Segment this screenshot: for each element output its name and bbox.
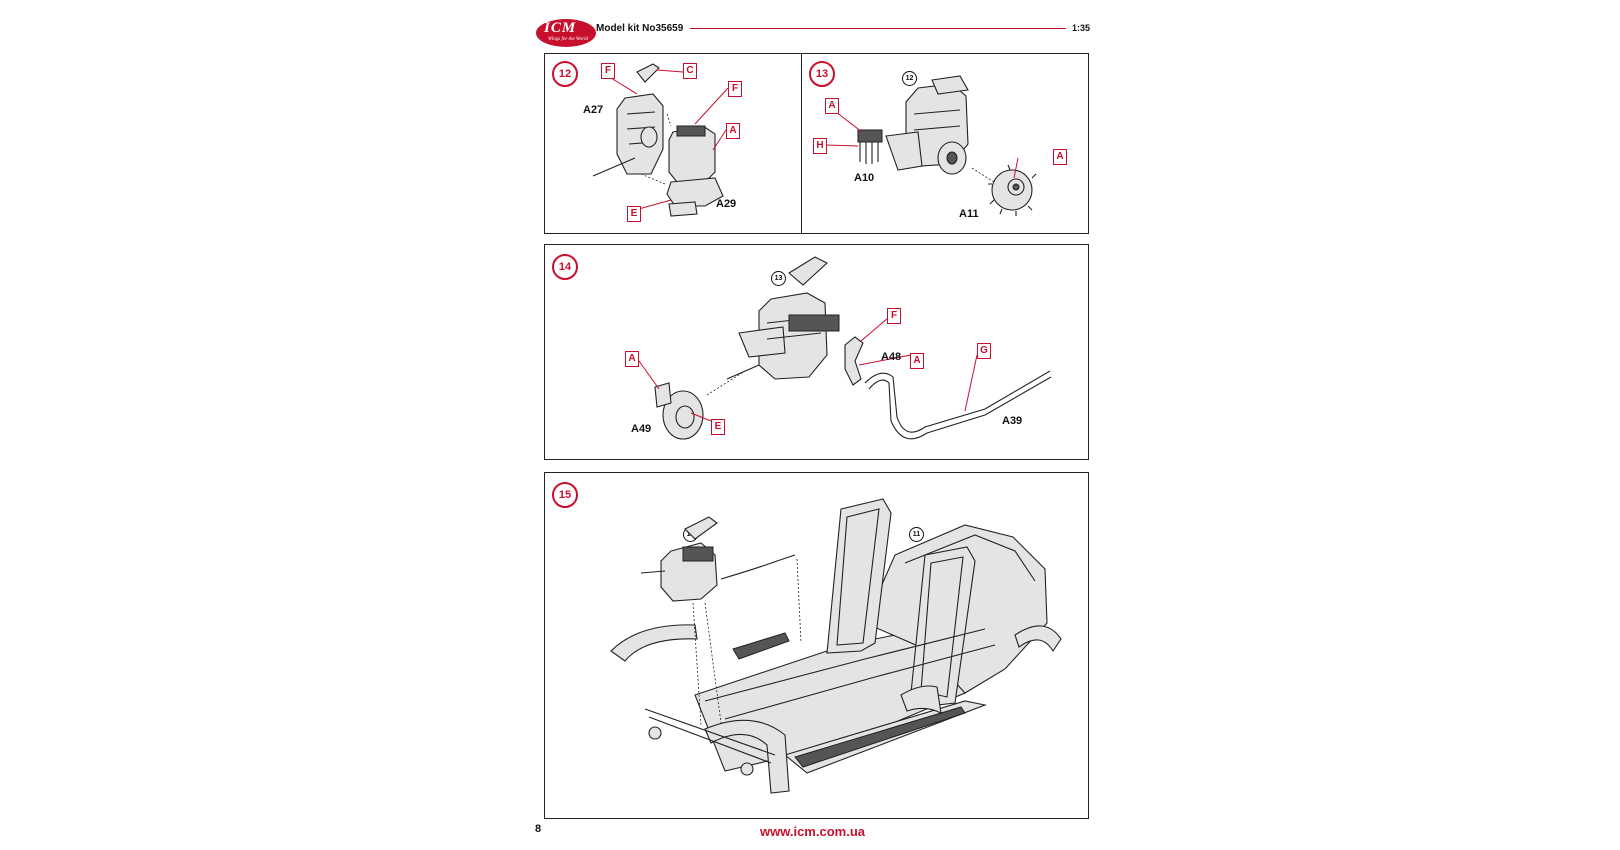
callout-tag-h: H <box>813 138 827 154</box>
step-14-panel: 14 13 F A G A E A48 A39 A49 <box>544 244 1089 460</box>
step-13-badge: 13 <box>809 61 835 87</box>
brand-name: ICM <box>544 20 577 36</box>
subassembly-ref-13: 13 <box>771 271 786 286</box>
header-rule <box>690 28 1066 29</box>
kit-title: Model kit No35659 <box>596 23 684 34</box>
brand-tagline: Wings for the World <box>548 37 588 42</box>
step-15-badge: 15 <box>552 482 578 508</box>
step-14-badge: 14 <box>552 254 578 280</box>
part-label-a10: A10 <box>854 172 875 184</box>
part-label-a11: A11 <box>959 208 979 220</box>
step-12-badge: 12 <box>552 61 578 87</box>
callout-tag-a: A <box>910 353 924 369</box>
part-label-a29: A29 <box>716 198 737 210</box>
step-12-panel: 12 F C F A E A27 A29 <box>544 53 803 234</box>
callout-tag-f: F <box>728 81 742 97</box>
subassembly-ref-12: 12 <box>902 71 917 86</box>
brand-logo <box>536 19 596 47</box>
page-number: 8 <box>535 823 542 835</box>
callout-tag-e: E <box>627 206 641 222</box>
part-label-a49: A49 <box>631 423 652 435</box>
callout-tag-f: F <box>601 63 615 79</box>
callout-tag-a: A <box>726 123 740 139</box>
part-label-a27: A27 <box>583 104 604 116</box>
callout-tag-f: F <box>887 308 901 324</box>
step-13-drawing <box>825 75 1037 216</box>
callout-tag-a: A <box>1053 149 1067 165</box>
callout-tag-c: C <box>683 63 697 79</box>
part-label-a48: A48 <box>881 351 902 363</box>
callout-tag-e: E <box>711 419 725 435</box>
step-13-panel: 13 12 A H A A10 A11 <box>801 53 1089 234</box>
kit-scale: 1:35 <box>1072 23 1091 33</box>
step-15-drawing <box>610 498 1062 794</box>
callout-tag-a: A <box>625 351 639 367</box>
step-14-drawing <box>638 256 1052 440</box>
subassembly-ref-11: 11 <box>909 527 924 542</box>
part-label-a39: A39 <box>1002 415 1023 427</box>
step-15-panel: 15 14 11 <box>544 472 1089 819</box>
website-link[interactable]: www.icm.com.ua <box>760 824 865 839</box>
callout-tag-g: G <box>977 343 991 359</box>
step-12-drawing <box>592 63 729 217</box>
callout-tag-a: A <box>825 98 839 114</box>
